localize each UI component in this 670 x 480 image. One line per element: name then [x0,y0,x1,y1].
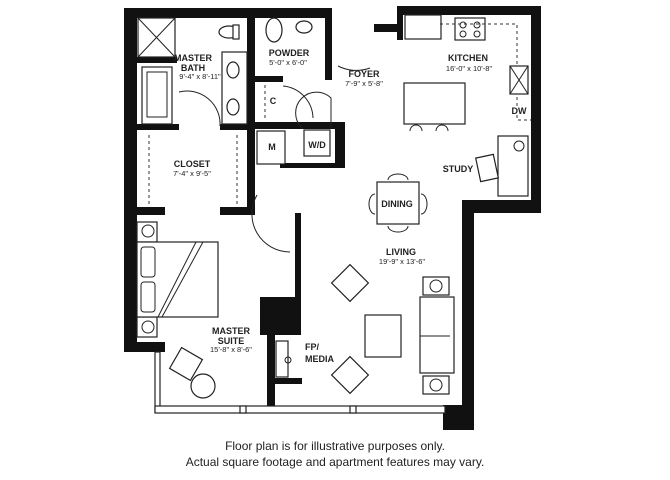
washer-dryer [303,129,331,157]
study-label: STUDY [443,164,474,174]
walls [124,6,541,430]
dining-table [376,181,420,225]
powder-toilet [265,17,283,43]
foyer-label: FOYER [348,69,380,79]
master-bath-label: MASTER [174,53,213,63]
master-suite-label-2: SUITE [218,336,245,346]
side-table [190,373,216,399]
coffee-table [364,314,402,358]
fridge [404,14,442,40]
master-bath-size: 9'-4" x 8'-11" [179,72,221,81]
kitchen-size: 16'-0" x 10'-8" [446,64,492,73]
master-bath-label-2: BATH [181,63,205,73]
disclaimer-line-1: Floor plan is for illustrative purposes … [225,439,445,453]
powder-label: POWDER [269,48,310,58]
living-size: 19'-9" x 13'-6" [379,257,425,266]
laundry-label: W/D [308,140,326,150]
disclaimer-line-2: Actual square footage and apartment feat… [186,455,485,469]
closet-size: 7'-4" x 9'-5" [173,169,211,178]
sofa [419,296,455,374]
mechanical-label: M [268,142,276,152]
mechanical [256,130,286,165]
window-wall [154,351,446,414]
living-label: LIVING [386,247,416,257]
armchair [168,346,204,382]
desk [497,135,529,197]
dishwasher-label: DW [512,106,527,116]
door-swing [178,90,221,127]
fp-media-label: FP/ [305,342,320,352]
study-chair [474,153,500,183]
range [454,17,486,41]
fp-media-label-2: MEDIA [305,354,335,364]
island [403,82,466,125]
master-suite-size: 15'-8" x 8'-6" [210,345,252,354]
fixtures [136,14,531,399]
room-labels: MASTER BATH 9'-4" x 8'-11" POWDER 5'-0" … [173,48,527,364]
kitchen-label: KITCHEN [448,53,488,63]
closet-label: CLOSET [174,159,211,169]
foyer-size: 7'-9" x 5'-8" [345,79,383,88]
master-suite-label: MASTER [212,326,251,336]
powder-sink [295,20,313,34]
coat-closet-label: C [270,96,277,106]
lounge-chair [330,263,370,303]
dining-label: DINING [381,199,413,209]
powder-size: 5'-0" x 6'-0" [269,58,307,67]
